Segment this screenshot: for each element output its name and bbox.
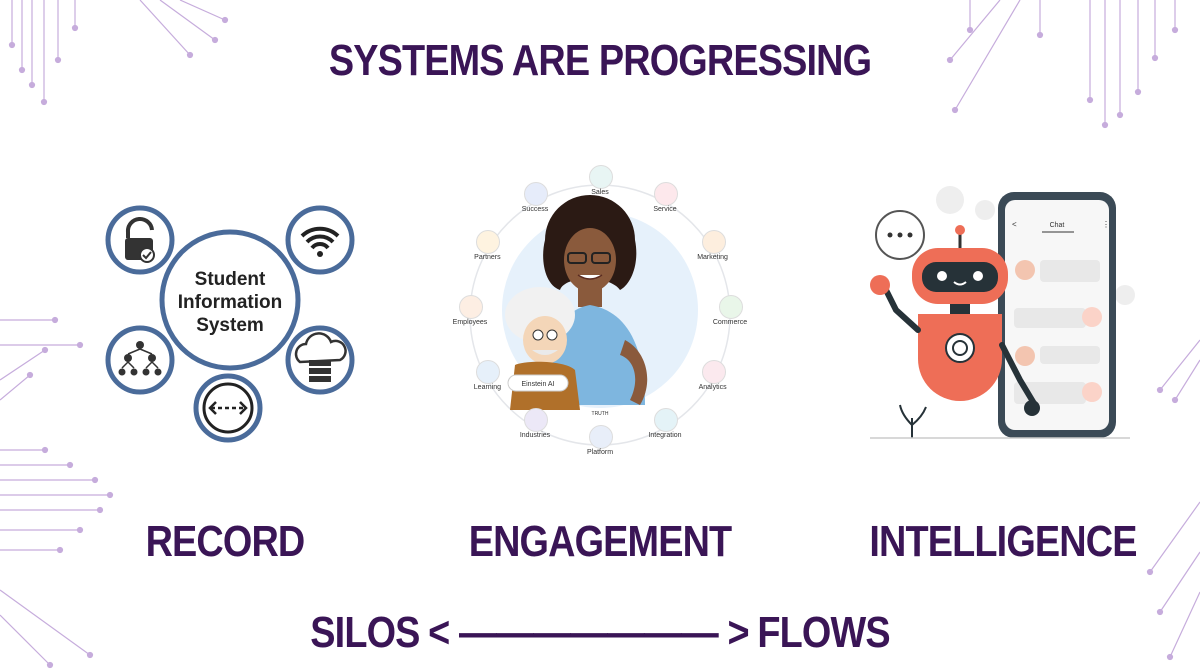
page-title: SYSTEMS ARE PROGRESSING — [328, 36, 872, 85]
circuit-decoration-right-middle — [1156, 339, 1200, 404]
intelligence-label: INTELLIGENCE — [869, 517, 1137, 566]
phone-illustration: < Chat ⋮ — [998, 192, 1116, 438]
ring-label-analytics: Analytics — [698, 384, 727, 391]
sis-line-2: Information — [178, 292, 283, 313]
svg-text:<: < — [1012, 220, 1017, 229]
engagement-ring-diagram: Einstein AI TRUTH — [469, 184, 731, 446]
ring-icon-service — [654, 182, 678, 207]
cloud-server-icon — [285, 325, 355, 395]
ring-icon-sales — [589, 165, 613, 189]
chatbot-robot-illustration: < Chat ⋮ — [870, 186, 1135, 439]
footer-silos: SILOS — [310, 608, 420, 657]
circuit-decoration-left-middle — [0, 316, 84, 401]
student-information-system-diagram: Student Information System — [105, 205, 355, 443]
truth-label: TRUTH — [592, 411, 609, 417]
ring-label-sales: Sales — [591, 189, 609, 196]
chat-header: Chat — [1050, 222, 1065, 229]
silos-to-flows-footer: SILOS< ——————— >FLOWS — [84, 608, 1116, 658]
ring-label-commerce: Commerce — [712, 319, 748, 326]
plant-decoration — [870, 404, 1130, 439]
wifi-icon — [285, 205, 355, 275]
circuit-decoration-top-right — [946, 0, 1179, 129]
lock-icon — [105, 205, 175, 275]
ring-label-employees: Employees — [452, 319, 488, 326]
footer-arrow: < ——————— > — [428, 608, 750, 657]
sis-line-1: Student — [195, 269, 266, 290]
ring-icon-learning — [476, 360, 501, 384]
ring-icon-industries — [524, 407, 548, 432]
org-chart-icon — [105, 325, 175, 395]
ring-icon-analytics — [701, 360, 726, 384]
ring-label-industries: Industries — [519, 431, 551, 439]
ring-icon-partners — [476, 230, 501, 254]
circuit-decoration-top-left — [8, 0, 229, 106]
sis-line-3: System — [196, 315, 264, 336]
ring-icon-platform — [589, 425, 613, 449]
ring-label-marketing: Marketing — [697, 254, 728, 261]
svg-text:⋮: ⋮ — [1102, 220, 1110, 229]
ring-label-platform: Platform — [586, 449, 614, 456]
bidirectional-arrow-icon — [193, 373, 263, 443]
einstein-badge: Einstein AI — [521, 381, 554, 388]
chat-bubble-icon — [875, 210, 925, 260]
record-label: RECORD — [145, 517, 306, 566]
robot-icon — [870, 225, 1040, 416]
ring-icon-integration — [654, 407, 678, 432]
circuit-decoration-bottom-right — [1146, 501, 1200, 661]
engagement-label: ENGAGEMENT — [468, 517, 732, 566]
ring-icon-success — [524, 182, 548, 207]
ring-label-success: Success — [521, 206, 549, 214]
ring-label-learning: Learning — [473, 384, 502, 391]
ring-label-partners: Partners — [474, 254, 501, 261]
ring-label-service: Service — [653, 206, 677, 214]
ring-icon-marketing — [701, 230, 726, 254]
footer-flows: FLOWS — [757, 608, 890, 657]
gear-icon — [936, 186, 1135, 305]
ring-icon-employees — [459, 295, 483, 319]
ring-icon-commerce — [719, 295, 743, 319]
ring-label-integration: Integration — [648, 431, 682, 439]
circuit-decoration-bottom-left — [0, 446, 114, 669]
